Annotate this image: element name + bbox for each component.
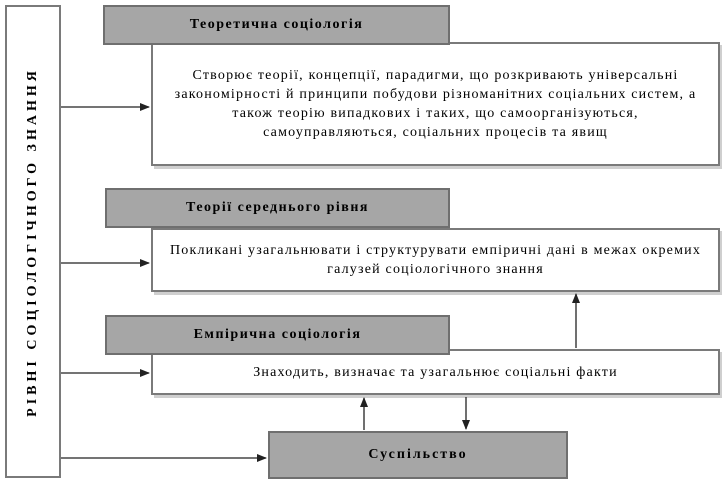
middle-title-box: Теорії середнього рівня <box>105 188 450 228</box>
society-box: Суспільство <box>268 431 568 479</box>
empirical-title: Емпірична соціологія <box>193 327 362 342</box>
empirical-description-box: Знаходить, визначає та узагальнює соціал… <box>151 349 720 395</box>
middle-description: Покликані узагальнювати і структурувати … <box>169 243 702 277</box>
empirical-description: Знаходить, визначає та узагальнює соціал… <box>253 364 618 380</box>
society-label: Суспільство <box>368 447 468 462</box>
theoretical-description: Створює теорії, концепції, парадигми, що… <box>174 68 697 140</box>
theoretical-title-box: Теоретична соціологія <box>103 5 450 45</box>
theoretical-title: Теоретична соціологія <box>189 17 364 32</box>
middle-description-box: Покликані узагальнювати і структурувати … <box>151 228 720 292</box>
empirical-title-box: Емпірична соціологія <box>105 315 450 355</box>
theoretical-description-box: Створює теорії, концепції, парадигми, що… <box>151 42 720 166</box>
middle-title: Теорії середнього рівня <box>186 200 369 215</box>
levels-side-bar: РІВНІ СОЦІОЛОГІЧНОГО ЗНАННЯ <box>5 5 61 478</box>
